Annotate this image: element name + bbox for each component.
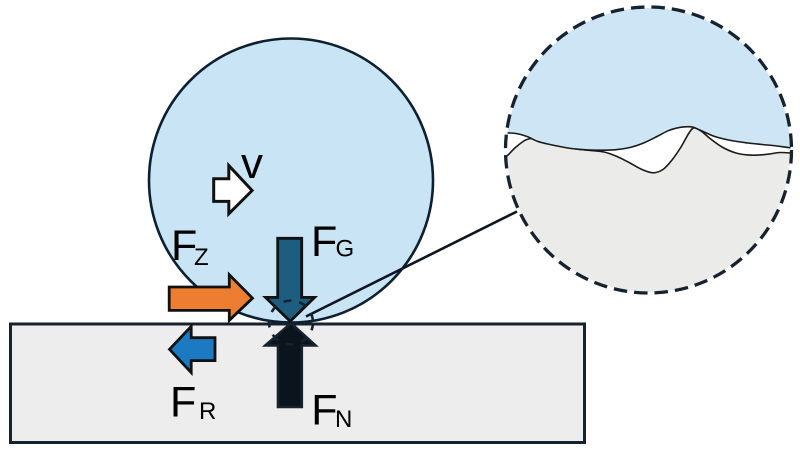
svg-text:N: N <box>335 406 352 433</box>
svg-text:R: R <box>199 398 216 425</box>
svg-text:v: v <box>241 139 263 188</box>
svg-text:G: G <box>336 236 355 263</box>
svg-text:F: F <box>171 222 197 270</box>
svg-text:F: F <box>170 379 196 427</box>
svg-text:F: F <box>311 387 337 435</box>
svg-text:Z: Z <box>194 244 209 271</box>
svg-text:F: F <box>311 218 337 266</box>
